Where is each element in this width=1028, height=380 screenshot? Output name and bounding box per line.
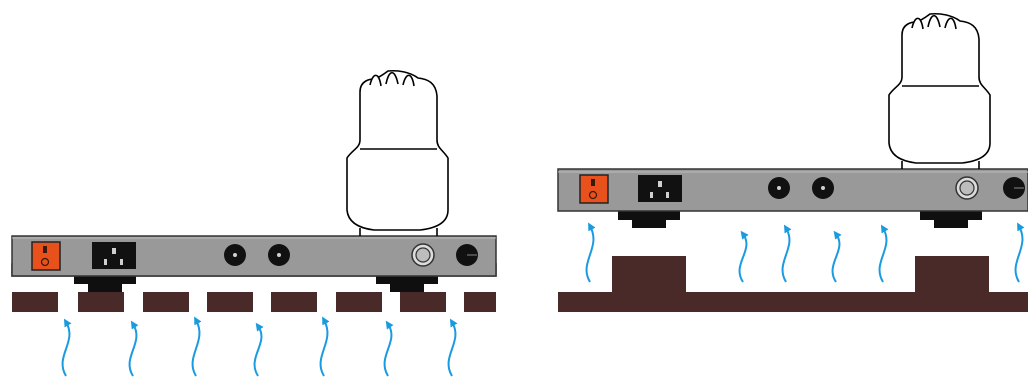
- rubber-foot: [934, 219, 968, 228]
- airflow-arrow-icon: [781, 224, 792, 283]
- support-block: [271, 292, 317, 312]
- airflow-arrow-icon: [831, 230, 842, 283]
- rca-jack-icon: [268, 244, 290, 266]
- support-block: [143, 292, 189, 312]
- airflow-arrow-icon: [61, 318, 72, 377]
- right-support-platform: [558, 256, 1028, 312]
- airflow-arrow-icon: [128, 320, 139, 377]
- iec-socket-icon: [638, 175, 682, 202]
- potentiometer-knob-icon: [456, 244, 478, 266]
- left-rubber-feet: [74, 275, 438, 292]
- rubber-foot: [88, 283, 122, 292]
- rubber-foot: [376, 275, 438, 284]
- platform-base: [558, 292, 1028, 312]
- iec-socket-icon: [92, 242, 136, 269]
- left-support-blocks: [12, 292, 496, 312]
- rca-jack-icon: [768, 177, 790, 199]
- airflow-arrow-icon: [878, 224, 889, 283]
- rubber-foot: [920, 211, 982, 220]
- rubber-foot: [618, 211, 680, 220]
- amplifier-chassis-panel: [557, 168, 1028, 212]
- support-block: [12, 292, 58, 312]
- airflow-arrow-icon: [253, 322, 264, 377]
- vacuum-tube-icon: [346, 69, 449, 236]
- airflow-arrow-icon: [447, 318, 458, 377]
- support-block: [400, 292, 446, 312]
- left-airflow: [61, 316, 458, 377]
- airflow-arrow-icon: [738, 230, 749, 283]
- rubber-foot: [632, 219, 666, 228]
- potentiometer-knob-icon: [1003, 177, 1025, 199]
- support-block: [78, 292, 124, 312]
- airflow-arrow-icon: [383, 320, 394, 377]
- power-switch-icon: [31, 241, 61, 271]
- rca-jack-icon: [224, 244, 246, 266]
- power-switch-icon: [579, 174, 609, 204]
- rubber-foot: [390, 283, 424, 292]
- left-panel: [11, 69, 497, 377]
- rca-jack-icon: [812, 177, 834, 199]
- platform-riser: [612, 256, 686, 296]
- fuse-holder-icon: [955, 176, 979, 200]
- airflow-arrow-icon: [319, 316, 330, 377]
- vacuum-tube-icon: [888, 12, 991, 169]
- support-block: [464, 292, 496, 312]
- fuse-holder-icon: [411, 243, 435, 267]
- right-panel: [557, 12, 1028, 312]
- platform-riser: [915, 256, 989, 296]
- right-airflow: [585, 222, 1025, 283]
- airflow-arrow-icon: [585, 222, 596, 283]
- airflow-arrow-icon: [1014, 222, 1025, 283]
- support-block: [207, 292, 253, 312]
- airflow-arrow-icon: [191, 316, 202, 377]
- rubber-foot: [74, 275, 136, 284]
- right-rubber-feet: [618, 211, 982, 228]
- support-block: [336, 292, 382, 312]
